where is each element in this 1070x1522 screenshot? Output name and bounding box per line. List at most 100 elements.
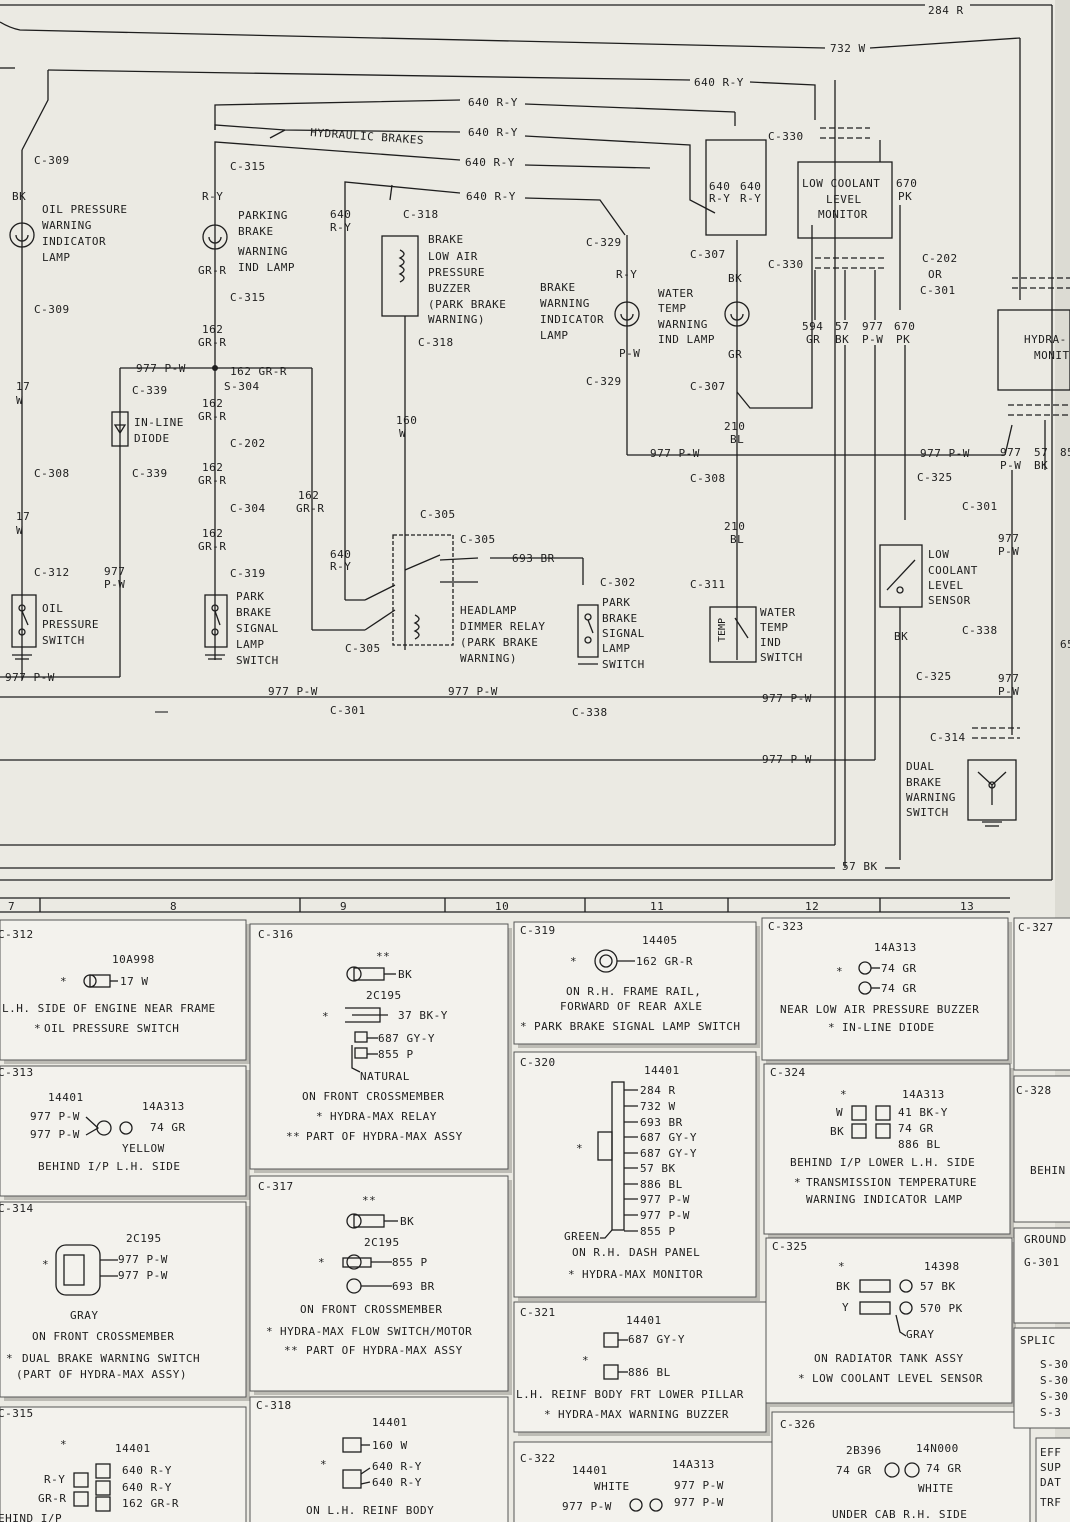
svg-text:C-321: C-321: [520, 1306, 556, 1319]
svg-text:IND LAMP: IND LAMP: [658, 333, 715, 346]
svg-text:WARNING: WARNING: [42, 219, 92, 232]
connector-label: C-330: [768, 258, 804, 271]
svg-text:C-322: C-322: [520, 1452, 556, 1465]
svg-text:BK: BK: [398, 968, 412, 981]
water-temp-circuit: 640 R-Y 640 R-Y C-307 BK WATER TEMP WARN…: [658, 139, 813, 664]
svg-text:BRAKE: BRAKE: [236, 606, 272, 619]
svg-text:TRF: TRF: [1040, 1496, 1061, 1509]
svg-text:P-W: P-W: [104, 578, 125, 591]
svg-text:SWITCH: SWITCH: [906, 806, 949, 819]
svg-text:GR: GR: [806, 333, 820, 346]
wire-label: 284 R: [928, 4, 964, 17]
panel-right-cut: C-327 C-328 BEHIN GROUND G-301 SPLIC S-3…: [1013, 917, 1070, 1522]
svg-text:11: 11: [650, 900, 664, 913]
svg-text:SWITCH: SWITCH: [236, 654, 279, 667]
svg-text:210: 210: [724, 520, 745, 533]
svg-text:594: 594: [802, 320, 823, 333]
svg-text:640: 640: [330, 548, 351, 561]
svg-text:*: *: [570, 955, 577, 968]
svg-text:ON R.H. DASH PANEL: ON R.H. DASH PANEL: [572, 1246, 700, 1259]
svg-text:P-W: P-W: [619, 347, 640, 360]
svg-text:SENSOR: SENSOR: [928, 594, 971, 607]
connector-label: C-202: [230, 437, 266, 450]
svg-text:74 GR: 74 GR: [926, 1462, 962, 1475]
svg-text:(PARK BRAKE: (PARK BRAKE: [460, 636, 538, 649]
svg-text:570 PK: 570 PK: [920, 1302, 963, 1315]
panel-c325: C-325 * 14398 BK Y 57 BK 570 PK GRAY ON …: [765, 1237, 1016, 1407]
svg-text:*: *: [828, 1021, 835, 1034]
svg-text:FORWARD OF REAR AXLE: FORWARD OF REAR AXLE: [560, 1000, 702, 1013]
svg-text:BL: BL: [730, 533, 744, 546]
svg-text:14401: 14401: [626, 1314, 662, 1327]
connector-label: C-329: [586, 375, 622, 388]
svg-text:(PARK BRAKE: (PARK BRAKE: [428, 298, 506, 311]
svg-text:162: 162: [202, 323, 223, 336]
svg-text:C-312: C-312: [0, 928, 34, 941]
svg-text:*: *: [544, 1408, 551, 1421]
connector-label: C-330: [768, 130, 804, 143]
svg-text:HYDRA-MAX MONITOR: HYDRA-MAX MONITOR: [582, 1268, 703, 1281]
connector-label: S-304: [224, 380, 260, 393]
svg-text:977 P-W: 977 P-W: [674, 1479, 724, 1492]
svg-text:TEMP: TEMP: [717, 618, 728, 642]
svg-text:162: 162: [202, 527, 223, 540]
svg-text:*: *: [6, 1352, 13, 1365]
svg-text:PARK: PARK: [602, 596, 631, 609]
connector-label: C-325: [917, 471, 953, 484]
svg-text:SIGNAL: SIGNAL: [236, 622, 279, 635]
svg-text:INDICATOR: INDICATOR: [42, 235, 106, 248]
svg-text:210: 210: [724, 420, 745, 433]
svg-text:HYDRA-: HYDRA-: [1024, 333, 1067, 346]
panel-c322: C-322 14401 14A313 WHITE 977 P-W 977 P-W…: [513, 1441, 773, 1522]
svg-text:C-319: C-319: [520, 924, 556, 937]
svg-text:*: *: [568, 1268, 575, 1281]
svg-text:BRAKE: BRAKE: [540, 281, 576, 294]
svg-text:14N000: 14N000: [916, 1442, 959, 1455]
svg-text:977 P-W: 977 P-W: [920, 447, 970, 460]
svg-text:*: *: [60, 975, 67, 988]
svg-text:57: 57: [1034, 446, 1048, 459]
svg-text:2B396: 2B396: [846, 1444, 882, 1457]
svg-text:DIMMER RELAY: DIMMER RELAY: [460, 620, 545, 633]
svg-text:TEMP: TEMP: [760, 621, 789, 634]
connector-label: C-305: [460, 533, 496, 546]
svg-text:GRAY: GRAY: [70, 1309, 99, 1322]
svg-text:14A313: 14A313: [874, 941, 917, 954]
connector-label: C-339: [132, 384, 168, 397]
svg-text:C-324: C-324: [770, 1066, 806, 1079]
svg-text:85: 85: [1060, 446, 1070, 459]
svg-text:S-30: S-30: [1040, 1358, 1069, 1371]
svg-text:LOW COOLANT LEVEL SENSOR: LOW COOLANT LEVEL SENSOR: [812, 1372, 983, 1385]
svg-text:WHITE: WHITE: [918, 1482, 954, 1495]
svg-text:160: 160: [396, 414, 417, 427]
connector-label: C-305: [420, 508, 456, 521]
svg-text:977 P-W: 977 P-W: [118, 1253, 168, 1266]
svg-text:977: 977: [862, 320, 883, 333]
svg-text:L.H. SIDE OF ENGINE NEAR FRAME: L.H. SIDE OF ENGINE NEAR FRAME: [2, 1002, 216, 1015]
connector-label: C-319: [230, 567, 266, 580]
svg-text:YELLOW: YELLOW: [122, 1142, 165, 1155]
connector-label: C-312: [34, 566, 70, 579]
svg-text:DAT: DAT: [1040, 1476, 1061, 1489]
svg-text:S-30: S-30: [1040, 1390, 1069, 1403]
svg-text:WARNING): WARNING): [428, 313, 485, 326]
svg-text:162 GR-R: 162 GR-R: [636, 955, 693, 968]
connector-label: C-307: [690, 380, 726, 393]
svg-text:P-W: P-W: [1000, 459, 1021, 472]
svg-text:MONITOR: MONITOR: [818, 208, 868, 221]
svg-text:DUAL: DUAL: [906, 760, 935, 773]
svg-text:WARNING: WARNING: [658, 318, 708, 331]
svg-text:C-328: C-328: [1016, 1084, 1052, 1097]
svg-text:57 BK: 57 BK: [920, 1280, 956, 1293]
svg-text:14401: 14401: [115, 1442, 151, 1455]
connector-label: C-202: [922, 252, 958, 265]
svg-text:855 P: 855 P: [378, 1048, 414, 1061]
c320-wire-list: 284 R 732 W 693 BR 687 GY-Y 687 GY-Y 57 …: [640, 1084, 696, 1238]
svg-text:OIL PRESSURE SWITCH: OIL PRESSURE SWITCH: [44, 1022, 179, 1035]
svg-text:L.H. REINF BODY FRT LOWER PILL: L.H. REINF BODY FRT LOWER PILLAR: [516, 1388, 744, 1401]
svg-text:PART OF HYDRA-MAX ASSY: PART OF HYDRA-MAX ASSY: [306, 1130, 463, 1143]
svg-text:SIGNAL: SIGNAL: [602, 627, 645, 640]
svg-text:977 P-W: 977 P-W: [562, 1500, 612, 1513]
